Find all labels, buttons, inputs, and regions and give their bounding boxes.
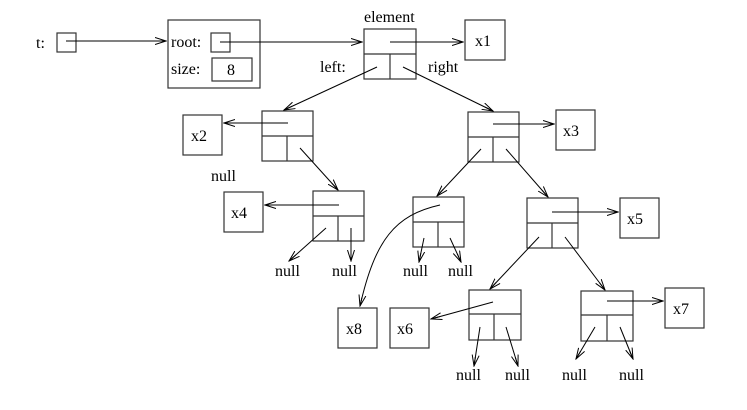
tree-node-n2 (261, 110, 314, 162)
n7-element-arrow (431, 301, 494, 319)
tree-node-n7 (468, 289, 522, 341)
n2-right-arrow (299, 147, 338, 190)
n5-left-arrow (490, 236, 540, 289)
tree-node-n6 (412, 196, 465, 248)
n1-left-arrow (284, 66, 378, 110)
n8-left-arrow (576, 326, 596, 359)
n2-left-null: null (211, 168, 236, 185)
n4-left-null: null (275, 263, 300, 280)
value-box-x7 (664, 287, 705, 329)
value-x2: x2 (191, 128, 207, 145)
tree-node-n8 (580, 290, 634, 342)
size-field-box (211, 57, 253, 82)
element-field-label: element (364, 9, 415, 26)
n6-right-arrow (449, 237, 461, 262)
n1-right-arrow (402, 66, 493, 111)
left-field-label: left: (320, 59, 346, 76)
n4-left-arrow (289, 227, 327, 261)
n6-element-arrow (360, 204, 441, 306)
value-box-x2 (182, 114, 223, 156)
root-field-label: root: (171, 34, 201, 51)
variable-t-box (56, 32, 77, 53)
n7-left-arrow (474, 326, 481, 366)
value-x5: x5 (627, 211, 643, 228)
value-box-x8 (337, 307, 378, 349)
value-box-x3 (555, 109, 596, 151)
n4-right-null: null (332, 263, 357, 280)
variable-t-label: t: (36, 35, 45, 52)
value-x7: x7 (673, 301, 689, 318)
n6-left-null: null (403, 263, 428, 280)
value-box-x5 (619, 197, 660, 239)
tree-node-n3 (467, 111, 520, 163)
value-x4: x4 (231, 205, 247, 222)
n3-left-arrow (437, 148, 482, 196)
value-box-x4 (223, 191, 264, 233)
value-box-x6 (389, 307, 430, 349)
value-x1: x1 (475, 33, 491, 50)
n8-right-arrow (619, 326, 633, 359)
tree-node-n4 (312, 190, 365, 242)
n6-left-arrow (419, 237, 424, 262)
value-x3: x3 (563, 123, 579, 140)
tree-node-n1 (363, 28, 417, 80)
size-field-label: size: (171, 61, 200, 78)
n8-left-null: null (562, 367, 587, 384)
n7-right-arrow (505, 326, 518, 366)
value-x8: x8 (346, 321, 362, 338)
size-value: 8 (227, 62, 235, 79)
n8-right-null: null (619, 367, 644, 384)
tree-node-n5 (526, 197, 579, 249)
n7-right-null: null (505, 367, 530, 384)
n3-right-arrow (505, 148, 548, 197)
n7-left-null: null (456, 367, 481, 384)
value-box-x1 (464, 19, 506, 61)
n5-right-arrow (564, 236, 605, 290)
n6-right-null: null (448, 263, 473, 280)
value-x6: x6 (397, 321, 413, 338)
tree-object (167, 19, 261, 89)
right-field-label: right (428, 59, 459, 76)
